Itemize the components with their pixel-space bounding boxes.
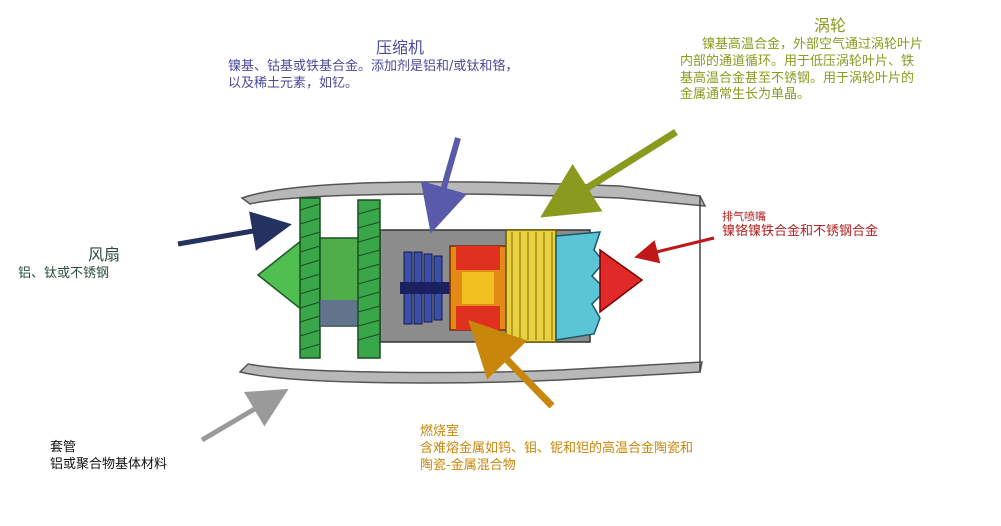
turbine-label-block: 涡轮 镍基高温合金，外部空气通过涡轮叶片 内部的通道循环。用于低压涡轮叶片、铁 …: [680, 16, 980, 104]
fan-arrow: [177, 211, 292, 251]
combustor-desc-line-2: 陶瓷-金属混合物: [420, 457, 516, 473]
turbine-desc-line-2: 内部的通道循环。用于低压涡轮叶片、铁: [680, 53, 915, 69]
combustion-flame-upper: [456, 246, 500, 270]
casing-title: 套管: [50, 440, 77, 455]
combustion-flame-lower: [456, 306, 500, 330]
fan-blade-hatching-2: [357, 207, 381, 341]
fan-spinner: [256, 238, 303, 312]
fan-hub-shadow: [320, 300, 360, 326]
nozzle-label-block: 排气喷嘴 镍铬镍铁合金和不锈钢合金: [722, 210, 922, 241]
combustion-core: [462, 272, 494, 304]
casing-desc-line-1: 铝或聚合物基体材料: [50, 456, 168, 472]
fan-desc-line-1: 铝、钛或不锈钢: [18, 265, 110, 281]
compressor-shaft: [400, 282, 450, 294]
compressor-title: 压缩机: [375, 38, 424, 57]
fan-title: 风扇: [88, 245, 121, 264]
fan-label-block: 风扇 铝、钛或不锈钢: [18, 245, 178, 283]
combustor-desc-line-1: 含难熔金属如钨、钼、铌和钽的高温合金陶瓷和: [420, 440, 694, 456]
turbine-arrow: [540, 129, 678, 218]
compressor-desc-line-2: 以及稀土元素，如钇。: [228, 75, 359, 91]
turbine-desc-line-1: 镍基高温合金，外部空气通过涡轮叶片: [702, 36, 924, 52]
turbine-desc-line-4: 金属通常生长为单晶。: [680, 87, 811, 103]
exhaust-blades: [555, 231, 608, 341]
fan-blade-stage-2: [357, 199, 381, 359]
nozzle-desc-line-1: 镍铬镍铁合金和不锈钢合金: [722, 224, 879, 240]
fan-blade-hatching-1: [299, 203, 321, 351]
compressor-label-block: 压缩机 镍基、钴基或铁基合金。添加剂是铝和/或钛和铬， 以及稀土元素，如钇。: [190, 38, 610, 93]
compressor-desc-line-1: 镍基、钴基或铁基合金。添加剂是铝和/或钛和铬，: [228, 58, 519, 74]
compressor-arrow: [420, 137, 467, 234]
casing-lower-cowl: [238, 361, 703, 384]
turbine-desc-line-3: 基高温合金甚至不锈钢。用于涡轮叶片的: [680, 70, 915, 86]
combustor-label-block: 燃烧室 含难熔金属如钨、钼、铌和钽的高温合金陶瓷和 陶瓷-金属混合物: [420, 424, 800, 475]
turbine-title: 涡轮: [813, 16, 846, 35]
exhaust-nozzle-cone: [599, 248, 644, 314]
casing-label-block: 套管 铝或聚合物基体材料: [50, 440, 250, 474]
turbine-stages: [505, 229, 557, 343]
nozzle-arrow: [634, 236, 715, 264]
casing-arrow: [200, 388, 289, 443]
nozzle-title: 排气喷嘴: [722, 210, 766, 223]
combustor-arrow: [468, 319, 555, 409]
combustor-title: 燃烧室: [420, 424, 460, 439]
fan-blade-stage-1: [299, 197, 321, 359]
